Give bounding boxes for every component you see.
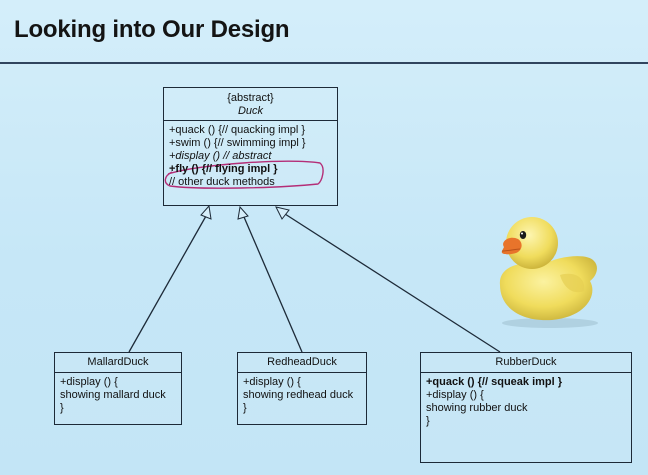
duck-method-other: // other duck methods [169, 176, 275, 188]
duck-class-methods: +quack () {// quacking impl } +swim () {… [164, 121, 337, 192]
duck-class-box: {abstract} Duck +quack () {// quacking i… [163, 87, 338, 206]
mallard-method-line: showing mallard duck [60, 389, 166, 401]
mallard-class-name: MallardDuck [55, 353, 181, 373]
duck-method-quack: +quack () {// quacking impl } [169, 124, 306, 136]
rubber-method-line: showing rubber duck [426, 402, 528, 414]
rubber-method-line: +display () { [426, 389, 484, 401]
mallard-class-methods: +display () { showing mallard duck } [55, 373, 181, 418]
duck-class-header: {abstract} Duck [164, 88, 337, 121]
redhead-inheritance-arrow [237, 205, 249, 220]
redhead-class-methods: +display () { showing redhead duck } [238, 373, 366, 418]
mallard-method-line: +display () { [60, 376, 118, 388]
rubber-inheritance-line [284, 213, 501, 353]
redhead-inheritance-line [243, 216, 303, 353]
redhead-method-line: showing redhead duck [243, 389, 354, 401]
slide-title: Looking into Our Design [14, 16, 290, 43]
fly-highlight-circle [164, 160, 324, 189]
rubber-duck-icon [499, 217, 598, 328]
redhead-class-box: RedheadDuck +display () { showing redhea… [237, 352, 367, 425]
duck-method-swim: +swim () {// swimming impl } [169, 137, 306, 149]
mallard-inheritance-arrow [200, 204, 212, 220]
mallard-class-box: MallardDuck +display () { showing mallar… [54, 352, 182, 425]
redhead-method-line: } [243, 402, 247, 414]
rubber-inheritance-arrow [275, 206, 290, 220]
redhead-method-line: +display () { [243, 376, 301, 388]
redhead-class-name: RedheadDuck [238, 353, 366, 373]
duck-class-name: Duck [237, 105, 264, 117]
duck-method-fly: +fly () {// flying impl } [169, 163, 278, 175]
duck-method-display: +display () // abstract [169, 150, 272, 162]
rubber-class-methods: +quack () {// squeak impl } +display () … [421, 373, 631, 431]
mallard-method-line: } [60, 402, 64, 414]
rubber-class-box: RubberDuck +quack () {// squeak impl } +… [420, 352, 632, 463]
title-divider [0, 62, 648, 64]
rubber-method-line: } [426, 415, 430, 427]
duck-class-stereotype: {abstract} [227, 92, 274, 104]
rubber-class-name: RubberDuck [421, 353, 631, 373]
rubber-method-quack: +quack () {// squeak impl } [426, 376, 563, 388]
mallard-inheritance-line [128, 215, 207, 353]
